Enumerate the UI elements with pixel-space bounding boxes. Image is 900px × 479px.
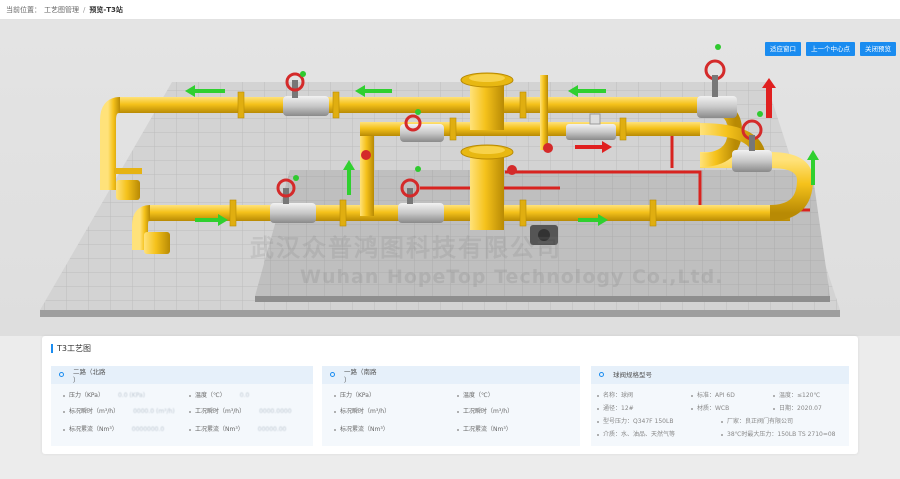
breadcrumb-parent-link[interactable]: 工艺图管理: [44, 5, 79, 14]
route2-pressure: 压力（KPa）0.0 (KPa): [63, 390, 145, 399]
circle-icon: [59, 372, 64, 377]
filter-separator-upper: [460, 72, 514, 130]
route1-std-flow: 标况瞬时（m³/h）: [334, 406, 390, 415]
route2-temperature: 温度（℃）0.0: [189, 390, 249, 399]
route1-work-flow: 工况瞬时（m³/h）: [457, 406, 513, 415]
route1-pressure: 压力（KPa）: [334, 390, 375, 399]
route1-temperature: 温度（℃）: [457, 390, 494, 399]
ball-valve-5: [697, 44, 737, 118]
route1-work-total: 工况累流（Nm³）: [457, 424, 512, 433]
route1-name-line2: ）: [344, 376, 351, 384]
valve-spec-header: 球阀规格型号: [591, 366, 849, 384]
viewer-toolbar: 适应窗口 上一个中心点 关闭预览: [765, 42, 896, 56]
pipe-flanges: [229, 91, 657, 227]
panel-title: T3工艺图: [51, 344, 91, 353]
flow-arrows: [185, 85, 819, 226]
circle-icon: [599, 372, 604, 377]
small-red-valves: [361, 143, 553, 175]
breadcrumb: 当前位置： 工艺图管理 / 预览-T3站: [0, 0, 900, 20]
valve-spec-title: 球阀规格型号: [613, 371, 652, 379]
valve-temp: 温度：≤120℃: [773, 390, 820, 399]
upper-main-pipe: [100, 97, 700, 200]
valve-name: 名称：球阀: [597, 390, 633, 399]
route2-std-flow: 标况瞬时（m³/h）0000.0 (m³/h): [63, 406, 175, 415]
watermark-en: Wuhan HopeTop Technology Co.,Ltd.: [300, 266, 724, 288]
process-diagram-canvas: [40, 44, 840, 317]
route1-card: 一路（南路 ） 压力（KPa） 温度（℃） 标况瞬时（m³/h） 工况瞬时（m³…: [322, 366, 580, 446]
route1-name-line1: 一路（南路: [344, 368, 377, 376]
ball-valve-2: [270, 175, 316, 223]
route2-work-total: 工况累流（Nm³）00000.00: [189, 424, 286, 433]
route2-header: 二路（北路 ）: [51, 366, 313, 384]
route2-std-total: 标况累流（Nm³）0000000.0: [63, 424, 164, 433]
valve-maker: 厂家：良正阀门有限公司: [721, 416, 793, 425]
route1-header: 一路（南路 ）: [322, 366, 580, 384]
route2-name-line2: ）: [73, 376, 80, 384]
valve-material: 材质：WCB: [691, 403, 729, 412]
breadcrumb-current: 预览-T3站: [89, 5, 123, 14]
breadcrumb-location-label: 当前位置：: [6, 5, 41, 14]
route2-name-line1: 二路（北路: [73, 368, 106, 376]
valve-spec-card: 球阀规格型号 名称：球阀 标准：API 6D 温度：≤120℃ 通径：12# 材…: [591, 366, 849, 446]
close-preview-button[interactable]: 关闭预览: [860, 42, 896, 56]
filter-separator-lower: [460, 144, 514, 230]
valve-max-pressure: 38℃时最大压力：150LB TS 2710=08: [721, 429, 836, 438]
valve-medium: 介质：水、油品、天然气等: [597, 429, 675, 438]
info-panel: T3工艺图 二路（北路 ） 压力（KPa）0.0 (KPa) 温度（℃）0.0 …: [42, 336, 858, 454]
fit-window-button[interactable]: 适应窗口: [765, 42, 801, 56]
previous-center-button[interactable]: 上一个中心点: [806, 42, 855, 56]
watermark-cn: 武汉众普鸿图科技有限公司: [250, 234, 562, 262]
valve-diameter: 通径：12#: [597, 403, 634, 412]
route2-work-flow: 工况瞬时（m³/h）0000.0000: [189, 406, 292, 415]
regulator-valve: [530, 225, 558, 245]
ball-valve-6: [732, 111, 772, 172]
route2-card: 二路（北路 ） 压力（KPa）0.0 (KPa) 温度（℃）0.0 标况瞬时（m…: [51, 366, 313, 446]
valve-date: 日期：2020.07: [773, 403, 822, 412]
ball-valve-1: [283, 71, 329, 116]
valve-model: 型号压力：Q347F 150LB: [597, 416, 673, 425]
flow-meter: [566, 113, 616, 140]
ball-valve-4: [400, 109, 444, 142]
ball-valve-3: [398, 166, 444, 223]
circle-icon: [330, 372, 335, 377]
process-3d-viewport[interactable]: 武汉众普鸿图科技有限公司 Wuhan HopeTop Technology Co…: [0, 20, 900, 336]
alarm-arrows: [575, 78, 776, 153]
valve-standard: 标准：API 6D: [691, 390, 735, 399]
route1-std-total: 标况累流（Nm³）: [334, 424, 389, 433]
breadcrumb-separator: /: [83, 5, 86, 14]
